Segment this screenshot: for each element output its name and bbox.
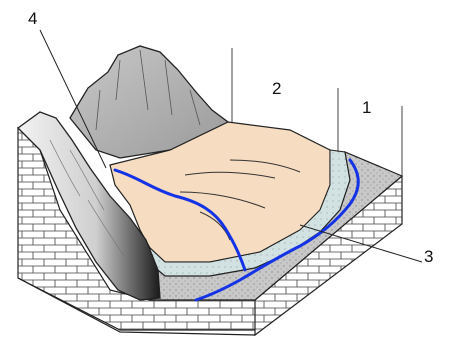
callout-1-label: 1	[362, 98, 371, 117]
callout-2-label: 2	[272, 79, 281, 98]
callout-4-label: 4	[28, 9, 37, 28]
callout-3-label: 3	[424, 247, 433, 266]
